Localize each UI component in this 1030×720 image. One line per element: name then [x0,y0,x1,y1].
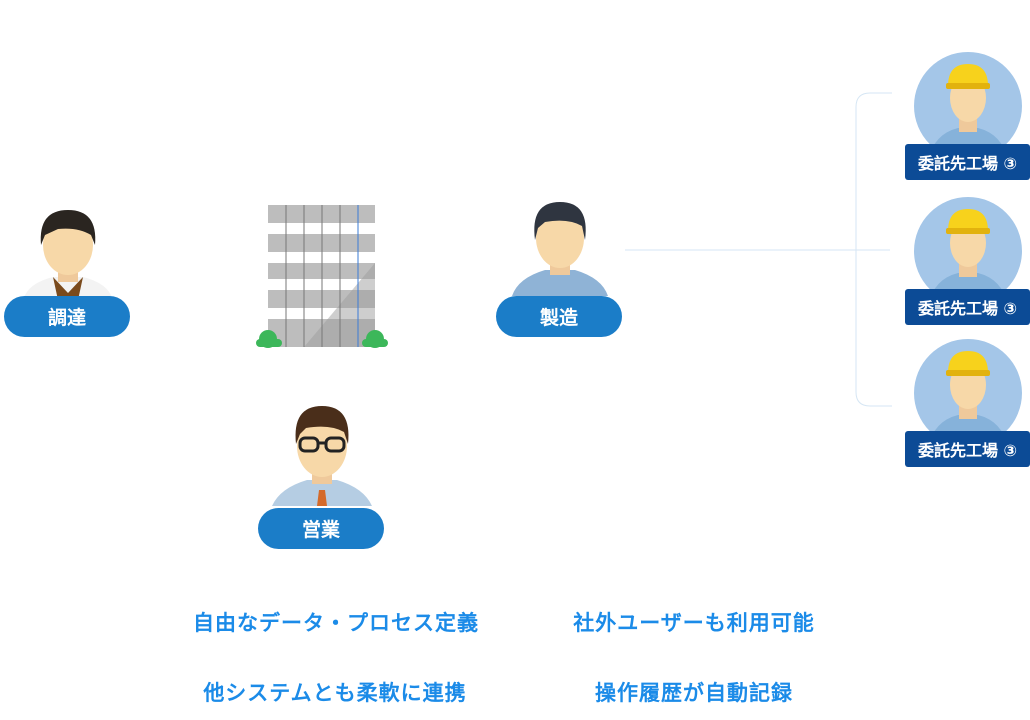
manufacturing-label: 製造 [496,296,622,337]
sales-label: 営業 [258,508,384,549]
factory-label: 委託先工場 ③ [905,144,1030,180]
factory-worker-avatar [914,339,1022,447]
manufacturing-person-icon [512,202,608,296]
feature-text: 他システムとも柔軟に連携 [203,681,467,705]
building-icon [256,205,388,348]
factory-worker-avatar [914,52,1022,160]
factory-worker-avatar [914,197,1022,305]
factory-label: 委託先工場 ③ [905,289,1030,325]
feature-text: 自由なデータ・プロセス定義 [193,611,479,635]
feature-text: 社外ユーザーも利用可能 [573,611,815,635]
procurement-label: 調達 [4,296,130,337]
factory-label: 委託先工場 ③ [905,431,1030,467]
sales-person-icon [272,406,372,506]
procurement-person-icon [23,210,113,300]
feature-text: 操作履歴が自動記録 [595,681,793,705]
